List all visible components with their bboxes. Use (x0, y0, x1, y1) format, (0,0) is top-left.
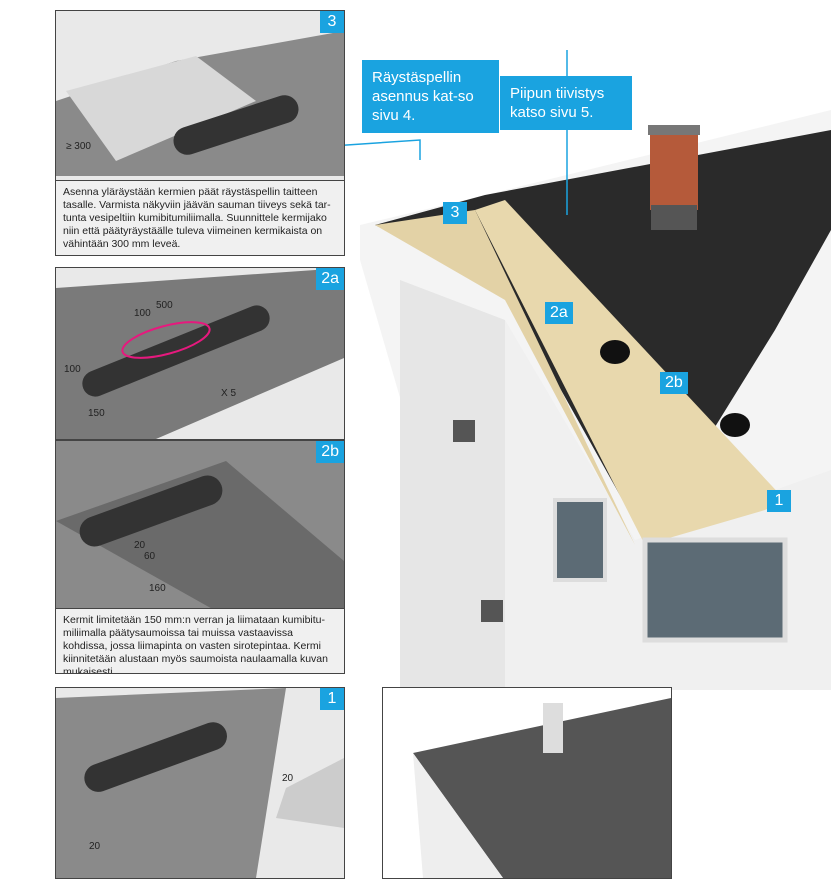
house-illustration (345, 0, 831, 690)
dimension-label: 160 (149, 583, 166, 594)
dimension-label: 100 (64, 364, 81, 375)
step-badge: 1 (320, 688, 344, 710)
callout-text: Räystäspellin asennus kat-so sivu 4. (372, 69, 474, 124)
house-label-2a: 2a (545, 302, 573, 324)
dimension-label: ≥ 300 (66, 141, 91, 152)
dimension-label: 100 (134, 308, 151, 319)
dimension-label: 60 (144, 551, 156, 562)
dimension-label: 20 (134, 540, 146, 551)
dimension-label: 150 (88, 408, 105, 419)
dimension-label: 20 (89, 841, 101, 852)
chimney-sealing-callout: Piipun tiivistys katso sivu 5. (500, 76, 632, 130)
house-label-1: 1 (767, 490, 791, 512)
step-caption: Asenna yläräystään kermien päät räystäsp… (56, 180, 344, 255)
eaves-flashing-callout: Räystäspellin asennus kat-so sivu 4. (362, 60, 499, 133)
step-1-panel: 1 20 20 (55, 687, 345, 879)
step-badge: 2b (316, 441, 344, 463)
dimension-label: 20 (282, 773, 294, 784)
dimension-label: X 5 (221, 388, 237, 399)
dimension-label: 500 (156, 300, 173, 311)
step-2b-panel: 2b 20 60 160 Kermit limitetään 150 mm:n … (55, 440, 345, 674)
house-label-3: 3 (443, 202, 467, 224)
roof-overview-panel (382, 687, 672, 879)
callout-text: Piipun tiivistys katso sivu 5. (510, 85, 605, 121)
step-badge: 2a (316, 268, 344, 290)
step-2a-panel: 2a 500 100 100 150 X 5 (55, 267, 345, 440)
step-badge: 3 (320, 11, 344, 33)
step-caption: Kermit limitetään 150 mm:n verran ja lii… (56, 608, 344, 673)
step-3-panel: 3 ≥ 300 Asenna yläräystään kermien päät … (55, 10, 345, 256)
house-label-2b: 2b (660, 372, 688, 394)
